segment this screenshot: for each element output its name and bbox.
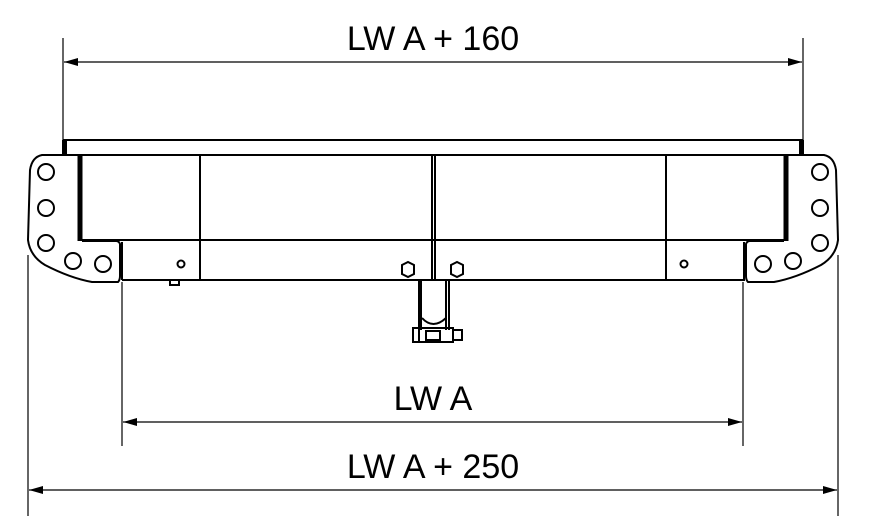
dimension-label-bottom: LW A + 250 bbox=[347, 448, 519, 486]
dimension-top: LW A + 160 bbox=[62, 20, 804, 140]
bolt-right bbox=[450, 260, 464, 279]
right-end-bracket bbox=[745, 154, 840, 283]
dimension-label-middle: LW A bbox=[394, 380, 473, 418]
hole bbox=[37, 163, 55, 181]
small-tab bbox=[169, 279, 180, 286]
main-frame bbox=[77, 155, 789, 281]
dimension-label-top: LW A + 160 bbox=[347, 20, 519, 58]
hole bbox=[37, 199, 55, 217]
small-hole-left bbox=[176, 259, 186, 269]
hole bbox=[811, 234, 829, 252]
hole bbox=[94, 255, 112, 273]
dimension-middle: LW A bbox=[121, 282, 744, 446]
hole bbox=[64, 252, 82, 270]
hole bbox=[811, 199, 829, 217]
dimension-bottom: LW A + 250 bbox=[27, 255, 839, 516]
center-clevis bbox=[412, 280, 463, 343]
top-plate bbox=[62, 139, 804, 156]
small-hole-right bbox=[679, 259, 689, 269]
hole bbox=[811, 163, 829, 181]
hole bbox=[37, 234, 55, 252]
hole bbox=[754, 255, 772, 273]
left-end-bracket bbox=[26, 154, 121, 283]
hole bbox=[784, 252, 802, 270]
bolt-left bbox=[401, 260, 415, 279]
